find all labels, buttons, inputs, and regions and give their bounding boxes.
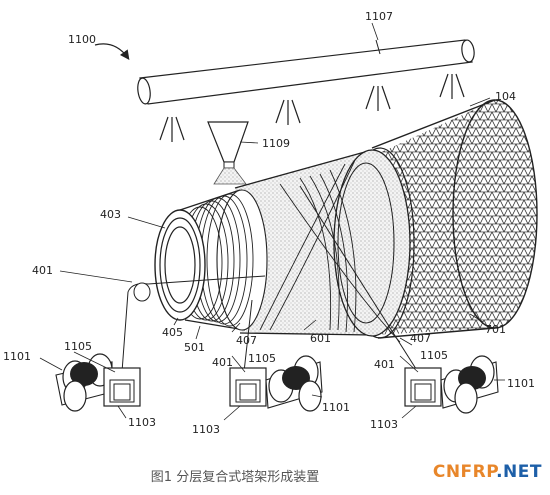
label-layer-a: 407 [236,334,257,347]
label-guide-b: 1105 [248,352,276,365]
label-fiber-b: 401 [212,356,233,369]
label-base-c: 1103 [370,418,398,431]
label-spray-bar: 1107 [365,10,393,23]
spray-bar [137,39,475,105]
label-hopper: 1109 [262,137,290,150]
middle-dotted-layer [234,149,411,337]
bobbin-middle [229,355,323,412]
hopper [207,121,249,185]
label-layer-b: 407 [410,332,431,345]
watermark-cnfrp: CNFRP [432,462,497,482]
label-fiber-a: 401 [32,264,53,277]
label-mandrel: 403 [100,208,121,221]
label-inner: 501 [184,341,205,354]
label-guide-c: 1105 [420,349,448,362]
label-outer-layer: 104 [495,90,516,103]
label-ring: 405 [162,326,183,339]
label-base-b: 1103 [192,423,220,436]
watermark-net: .NET [496,462,542,482]
winding-lines [259,159,401,343]
label-spool-b: 1101 [322,401,350,414]
spray-nozzles [159,73,465,142]
bobbin-left [55,353,141,412]
label-assembly: 1100 [68,33,96,46]
fiber-feeds [121,185,419,373]
label-middle: 601 [310,332,331,345]
watermark: CNFRP.NET [433,462,542,482]
mandrel-end [154,209,206,321]
label-spool-c: 1101 [507,377,535,390]
label-fiber-c: 401 [374,358,395,371]
label-outer-wrap: 701 [485,323,506,336]
figure-caption: 图1 分层复合式塔架形成装置 [150,470,320,485]
bobbin-right [404,355,499,414]
label-spool-a: 1101 [3,350,31,363]
label-base-a: 1103 [128,416,156,429]
leader-lines [39,22,505,421]
assembly-arrow [94,43,130,60]
label-guide-a: 1105 [64,340,92,353]
